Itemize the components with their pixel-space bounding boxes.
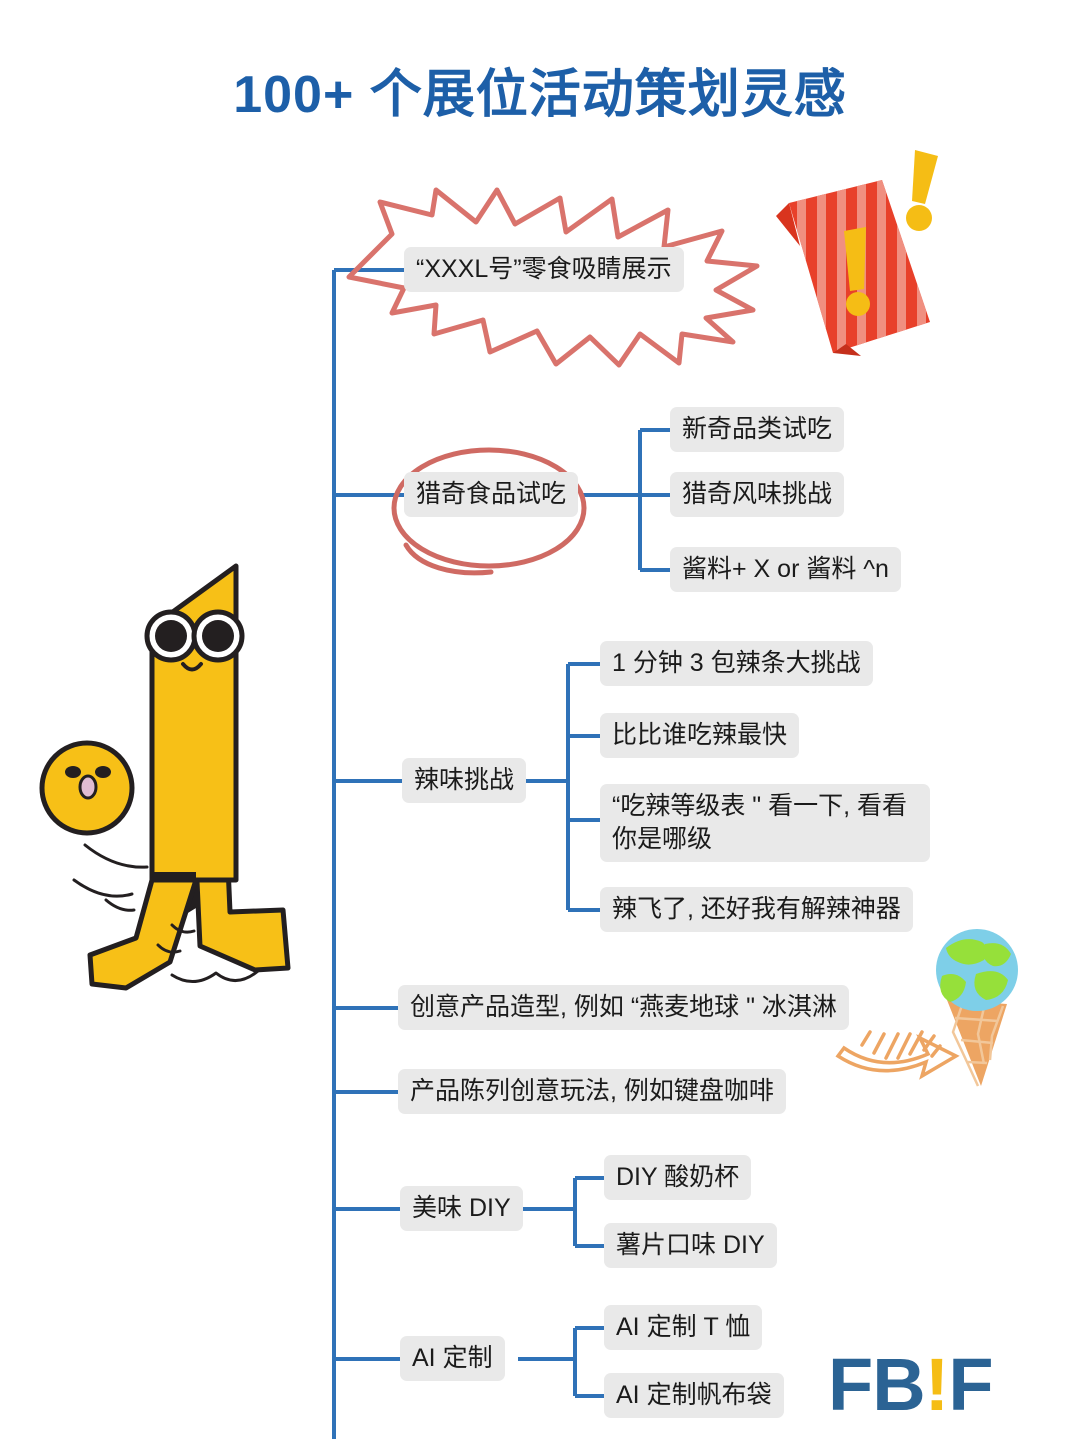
node-creative-display[interactable]: 产品陈列创意玩法, 例如键盘咖啡 <box>398 1069 786 1114</box>
node-ai-child-0[interactable]: AI 定制 T 恤 <box>604 1305 763 1350</box>
node-diy-child-1[interactable]: 薯片口味 DIY <box>604 1223 777 1268</box>
node-spicy-child-1[interactable]: 比比谁吃辣最快 <box>600 713 800 758</box>
exclamation-mark-icon <box>912 150 938 204</box>
logo-text-f: F <box>948 1343 993 1426</box>
node-ai-child-1[interactable]: AI 定制帆布袋 <box>604 1373 784 1418</box>
logo-exclamation: ! <box>924 1343 950 1426</box>
node-curious-child-1[interactable]: 猎奇风味挑战 <box>670 472 845 517</box>
node-spicy-challenge[interactable]: 辣味挑战 <box>402 758 527 803</box>
node-curious-food[interactable]: 猎奇食品试吃 <box>404 472 579 517</box>
node-tasty-diy[interactable]: 美味 DIY <box>400 1186 523 1231</box>
red-ellipse-annotation <box>391 447 587 576</box>
logo-text-fb: FB <box>828 1343 926 1426</box>
node-ai-custom[interactable]: AI 定制 <box>400 1336 505 1381</box>
node-curious-child-0[interactable]: 新奇品类试吃 <box>670 407 845 452</box>
node-curious-child-2[interactable]: 酱料+ X or 酱料 ^n <box>670 547 901 592</box>
starburst-shape <box>346 187 760 368</box>
node-creative-shape[interactable]: 创意产品造型, 例如 “燕麦地球 " 冰淇淋 <box>398 985 849 1030</box>
fbif-logo: FB!F <box>828 1348 994 1422</box>
node-xxxl[interactable]: “XXXL号”零食吸睛展示 <box>404 247 684 292</box>
node-diy-child-0[interactable]: DIY 酸奶杯 <box>604 1155 752 1200</box>
node-spicy-child-0[interactable]: 1 分钟 3 包辣条大挑战 <box>600 641 873 686</box>
page-title: 100+ 个展位活动策划灵感 <box>233 66 847 124</box>
hand-drawn-arrow <box>835 1030 960 1080</box>
node-spicy-child-2[interactable]: “吃辣等级表 " 看一下, 看看你是哪级 <box>600 784 930 862</box>
node-spicy-child-3[interactable]: 辣飞了, 还好我有解辣神器 <box>600 887 913 932</box>
